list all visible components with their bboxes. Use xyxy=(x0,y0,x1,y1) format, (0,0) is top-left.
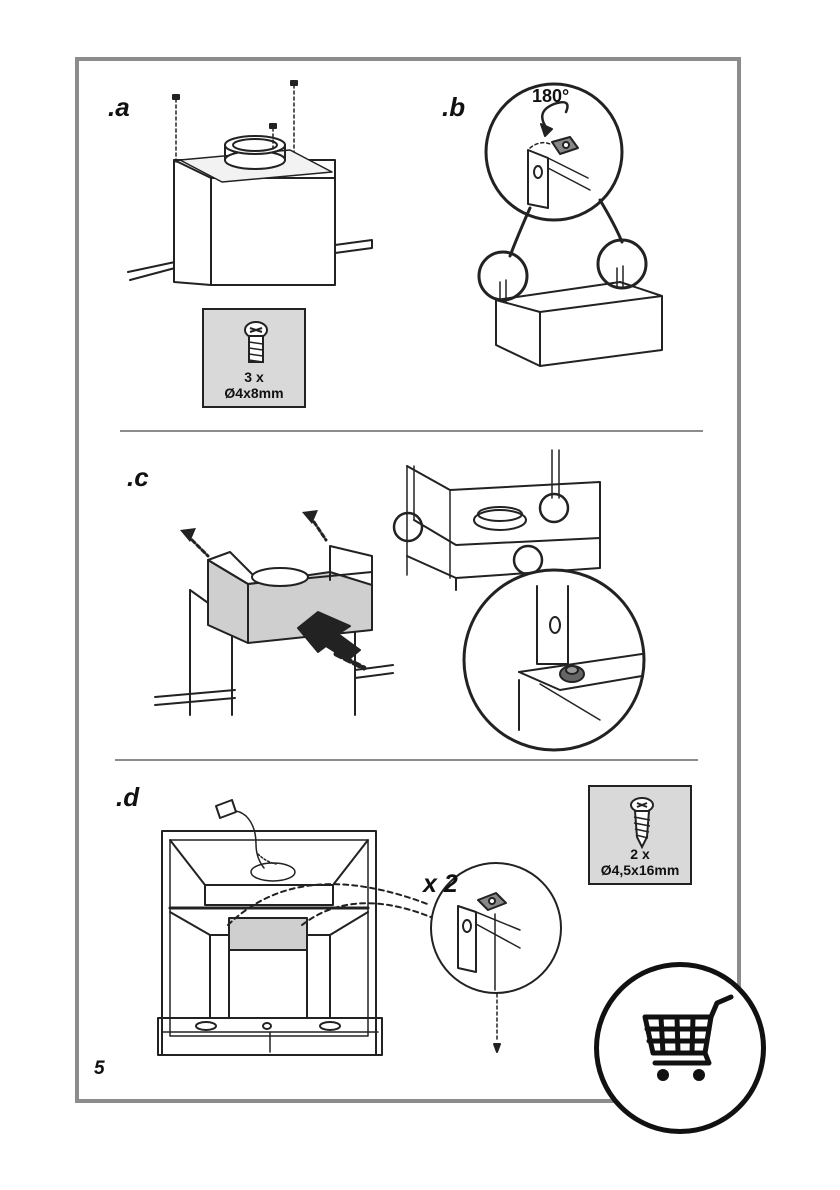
wood-screw-icon xyxy=(590,791,694,851)
screw-count-a: 3 x xyxy=(204,370,304,385)
shopping-cart-icon xyxy=(599,967,761,1129)
screw-count-d: 2 x xyxy=(590,847,690,862)
screw-size-d: Ø4,5x16mm xyxy=(590,863,690,878)
machine-screw-icon xyxy=(204,314,308,374)
quantity-multiplier-text: x 2 xyxy=(423,870,458,899)
step-b-label: .b xyxy=(442,92,465,123)
screw-spec-box-d: 2 x Ø4,5x16mm xyxy=(588,785,692,885)
shopping-cart-button[interactable] xyxy=(594,962,766,1134)
screw-spec-box-a: 3 x Ø4x8mm xyxy=(202,308,306,408)
rotation-angle-text: 180° xyxy=(532,86,569,107)
screw-size-a: Ø4x8mm xyxy=(204,386,304,401)
step-d-illustration xyxy=(158,800,561,1055)
step-c-left-illustration xyxy=(155,510,393,715)
step-b-illustration xyxy=(479,84,662,366)
step-a-label: .a xyxy=(108,92,130,123)
step-c-label: .c xyxy=(127,462,149,493)
step-a-illustration xyxy=(128,81,372,285)
step-d-label: .d xyxy=(116,782,139,813)
page-number: 5 xyxy=(94,1058,105,1080)
step-c-right-illustration xyxy=(394,450,644,750)
